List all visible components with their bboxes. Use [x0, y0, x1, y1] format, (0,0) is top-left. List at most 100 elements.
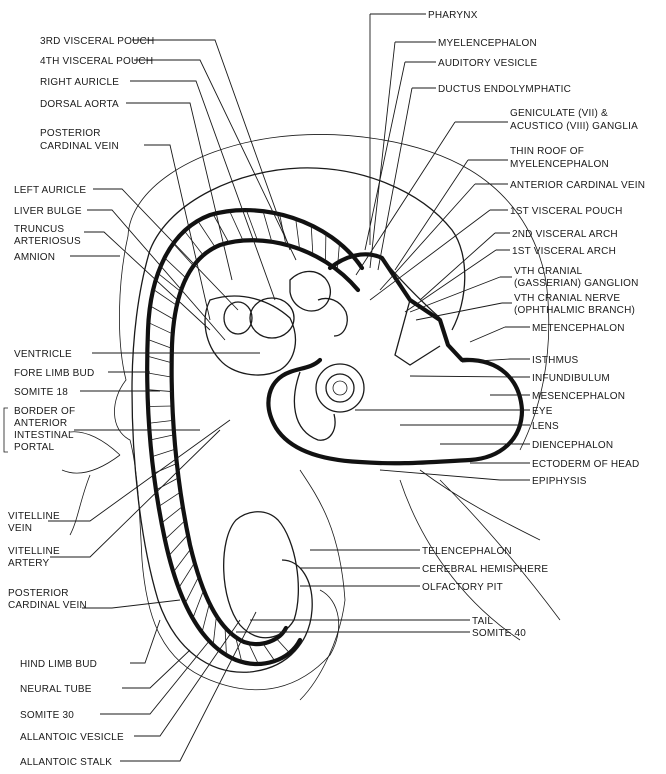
label-vitelline-vein-line2: VEIN — [8, 523, 32, 534]
label-olfactory-pit: OLFACTORY PIT — [422, 582, 503, 593]
label-isthmus: ISTHMUS — [532, 355, 579, 366]
label-somite-18: SOMITE 18 — [14, 387, 68, 398]
somite-segment — [169, 535, 188, 556]
brain-outline — [268, 254, 522, 463]
somite-segment — [311, 225, 313, 254]
label-metencephalon: METENCEPHALON — [532, 323, 625, 334]
label-posterior-cardinal-lower-line1: POSTERIOR — [8, 588, 69, 599]
somite-segment — [154, 463, 177, 473]
leader-lines — [48, 14, 530, 761]
label-ductus-endolymphatic: DUCTUS ENDOLYMPHATIC — [438, 84, 571, 95]
border-bracket — [4, 408, 8, 452]
label-auditory-vesicle: AUDITORY VESICLE — [438, 58, 537, 69]
somite-segment — [179, 563, 195, 588]
label-vth-ganglion-line2: (GASSERIAN) GANGLION — [514, 278, 639, 289]
label-vth-nerve-line2: (OPHTHALMIC BRANCH) — [514, 305, 635, 316]
somite-segment — [173, 244, 193, 266]
label-lens: LENS — [532, 421, 559, 432]
somite-segment — [202, 603, 209, 632]
label-ectoderm-of-head: ECTODERM OF HEAD — [532, 459, 639, 470]
somite-segment — [213, 214, 229, 243]
label-border-line2: ANTERIOR — [14, 418, 67, 429]
somite-segment — [147, 373, 171, 377]
amnion-outline — [114, 135, 548, 690]
label-4th-visceral-pouch: 4TH VISCERAL POUCH — [40, 56, 153, 67]
label-posterior-cardinal-lower-line2: CARDINAL VEIN — [8, 600, 87, 611]
somite-segment — [150, 435, 174, 440]
label-hind-limb-bud: HIND LIMB BUD — [20, 659, 97, 670]
somite-segment — [165, 521, 185, 540]
label-border-line3: INTESTINAL — [14, 430, 74, 441]
label-mesencephalon: MESENCEPHALON — [532, 391, 625, 402]
label-neural-tube: NEURAL TUBE — [20, 684, 92, 695]
label-ventricle: VENTRICLE — [14, 349, 72, 360]
right-labels: PHARYNX MYELENCEPHALON AUDITORY VESICLE … — [422, 10, 645, 639]
label-allantoic-stalk: ALLANTOIC STALK — [20, 757, 112, 768]
somite-segment — [198, 221, 215, 247]
label-geniculate-line2: ACUSTICO (VIII) GANGLIA — [510, 121, 638, 132]
label-2nd-visceral-arch: 2ND VISCERAL ARCH — [512, 229, 618, 240]
label-vitelline-vein-line1: VITELLINE — [8, 511, 60, 522]
somite-segment — [184, 231, 203, 255]
somite-segment — [276, 638, 289, 653]
label-myelencephalon: MYELENCEPHALON — [438, 38, 537, 49]
label-truncus-line2: ARTERIOSUS — [14, 236, 81, 247]
label-1st-visceral-pouch: 1ST VISCERAL POUCH — [510, 206, 623, 217]
label-liver-bulge: LIVER BULGE — [14, 206, 82, 217]
somite-segment — [185, 576, 199, 603]
label-border-line4: PORTAL — [14, 442, 55, 453]
label-3rd-visceral-pouch: 3RD VISCERAL POUCH — [40, 36, 154, 47]
somite-segment — [263, 211, 272, 242]
somite-segment — [249, 643, 259, 664]
somite-segment — [147, 356, 171, 363]
somite-segment — [148, 339, 172, 348]
label-vth-nerve-line1: VTH CRANIAL NERVE — [514, 293, 620, 304]
label-anterior-cardinal-vein: ANTERIOR CARDINAL VEIN — [510, 180, 645, 191]
somite-segment — [156, 478, 179, 490]
somite-segment — [153, 289, 177, 305]
somite-segment — [173, 549, 191, 572]
label-geniculate-line1: GENICULATE (VII) & — [510, 108, 608, 119]
somite-segment — [213, 616, 216, 645]
label-somite-30: SOMITE 30 — [20, 710, 74, 721]
label-amnion: AMNION — [14, 252, 55, 263]
label-posterior-cardinal-line1: POSTERIOR — [40, 128, 101, 139]
somite-segment — [149, 420, 173, 423]
somite-segment — [193, 590, 204, 618]
label-diencephalon: DIENCEPHALON — [532, 440, 613, 451]
label-somite-40: SOMITE 40 — [472, 628, 526, 639]
label-telencephalon: TELENCEPHALON — [422, 546, 512, 557]
label-eye: EYE — [532, 406, 553, 417]
somite-segment — [230, 211, 243, 241]
left-auricle-shape — [224, 302, 252, 334]
eye-outer — [316, 364, 364, 412]
somite-segment — [150, 306, 174, 320]
label-epiphysis: EPIPHYSIS — [532, 476, 587, 487]
label-left-auricle: LEFT AURICLE — [14, 185, 86, 196]
somite-segment — [162, 506, 183, 523]
somite-segment — [148, 323, 172, 334]
visceral-arches — [290, 271, 347, 336]
somite-segment — [296, 219, 300, 249]
label-vitelline-artery-line2: ARTERY — [8, 558, 50, 569]
label-cerebral-hemisphere: CEREBRAL HEMISPHERE — [422, 564, 548, 575]
label-border-line1: BORDER OF — [14, 406, 75, 417]
allantois — [224, 512, 299, 638]
eye-inner — [326, 374, 354, 402]
label-thin-roof-line2: MYELENCEPHALON — [510, 159, 609, 170]
label-posterior-cardinal-line2: CARDINAL VEIN — [40, 141, 119, 152]
somite-segment — [165, 258, 187, 278]
somite-segment — [152, 449, 176, 457]
label-pharynx: PHARYNX — [428, 10, 478, 21]
optic-cup — [294, 372, 335, 440]
somite-segment — [263, 644, 275, 661]
label-vth-ganglion-line1: VTH CRANIAL — [514, 266, 583, 277]
label-tail: TAIL — [472, 616, 493, 627]
label-infundibulum: INFUNDIBULUM — [532, 373, 610, 384]
somite-segment — [159, 492, 181, 507]
vitelline-vessels — [62, 432, 345, 700]
label-1st-visceral-arch: 1ST VISCERAL ARCH — [512, 246, 616, 257]
somite-segment — [337, 243, 339, 270]
